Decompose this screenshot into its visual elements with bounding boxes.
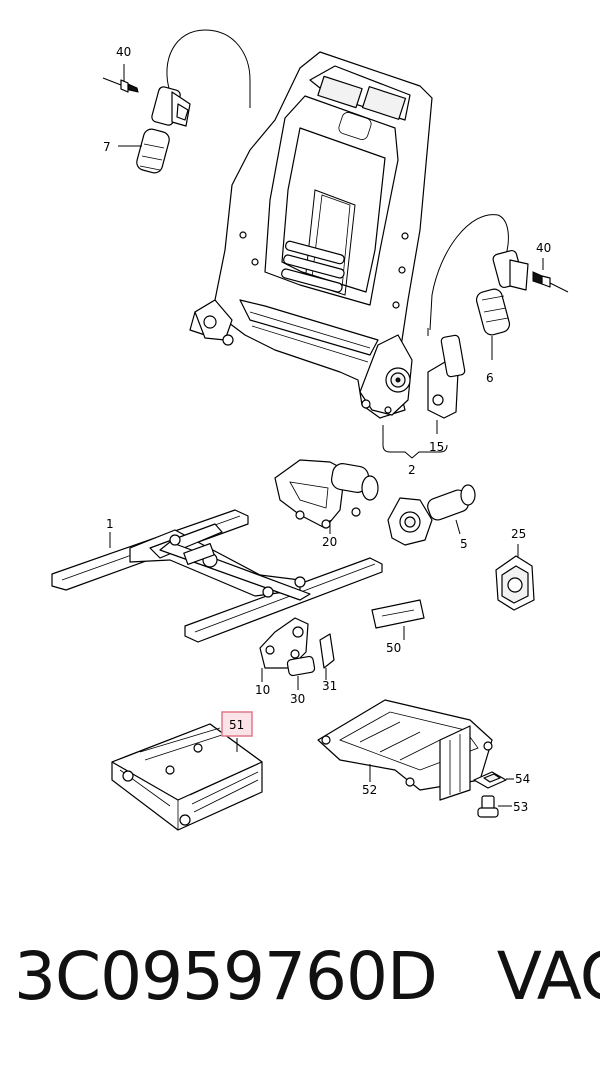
callout-20: 20 xyxy=(322,535,337,549)
bolt-53 xyxy=(477,795,512,818)
callout-54: 54 xyxy=(515,772,530,786)
seat-rails-1 xyxy=(51,509,383,643)
callout-31: 31 xyxy=(322,679,337,693)
part-number: 3C0959760D xyxy=(14,938,438,1015)
seat-backrest-frame xyxy=(189,51,433,419)
parts-exploded-diagram: 40 7 40 6 15 2 1 20 5 25 50 10 30 31 51 … xyxy=(51,29,569,831)
callout-7: 7 xyxy=(103,140,111,154)
callout-1: 1 xyxy=(106,517,114,531)
callout-50: 50 xyxy=(386,641,401,655)
actuator-7-with-cable xyxy=(118,29,251,174)
callout-15: 15 xyxy=(429,440,444,454)
seat-pan-52 xyxy=(317,699,493,801)
callout-53: 53 xyxy=(513,800,528,814)
group-bracket-2 xyxy=(382,425,448,459)
callout-2: 2 xyxy=(408,463,416,477)
callout-25: 25 xyxy=(511,527,526,541)
motor-15 xyxy=(427,334,466,434)
bolt-40-left xyxy=(102,64,139,93)
callout-box-51 xyxy=(221,711,253,737)
trim-50 xyxy=(371,599,425,640)
callout-highlight-51 xyxy=(221,711,253,737)
clip-30 xyxy=(286,655,316,690)
control-module-51 xyxy=(111,723,263,831)
callout-52: 52 xyxy=(362,783,377,797)
connector-25 xyxy=(495,544,535,611)
callout-40-left: 40 xyxy=(116,45,131,59)
clip-31 xyxy=(319,633,335,680)
nut-54 xyxy=(473,771,514,789)
callout-30: 30 xyxy=(290,692,305,706)
motor-5 xyxy=(387,484,476,546)
bolt-40-right xyxy=(532,258,569,293)
height-adjuster-20 xyxy=(274,459,379,534)
caption-gap xyxy=(437,938,497,1015)
callout-51: 51 xyxy=(229,718,244,732)
callout-6: 6 xyxy=(486,371,494,385)
callout-5: 5 xyxy=(460,537,468,551)
part-caption: 3C0959760D VAG xyxy=(14,938,600,1038)
callout-40-right: 40 xyxy=(536,241,551,255)
lumbar-cylinders xyxy=(281,240,345,293)
actuator-6-with-cable xyxy=(427,214,529,360)
brand-name: VAG xyxy=(496,938,600,1015)
callout-10: 10 xyxy=(255,683,270,697)
bracket-10 xyxy=(259,617,309,682)
